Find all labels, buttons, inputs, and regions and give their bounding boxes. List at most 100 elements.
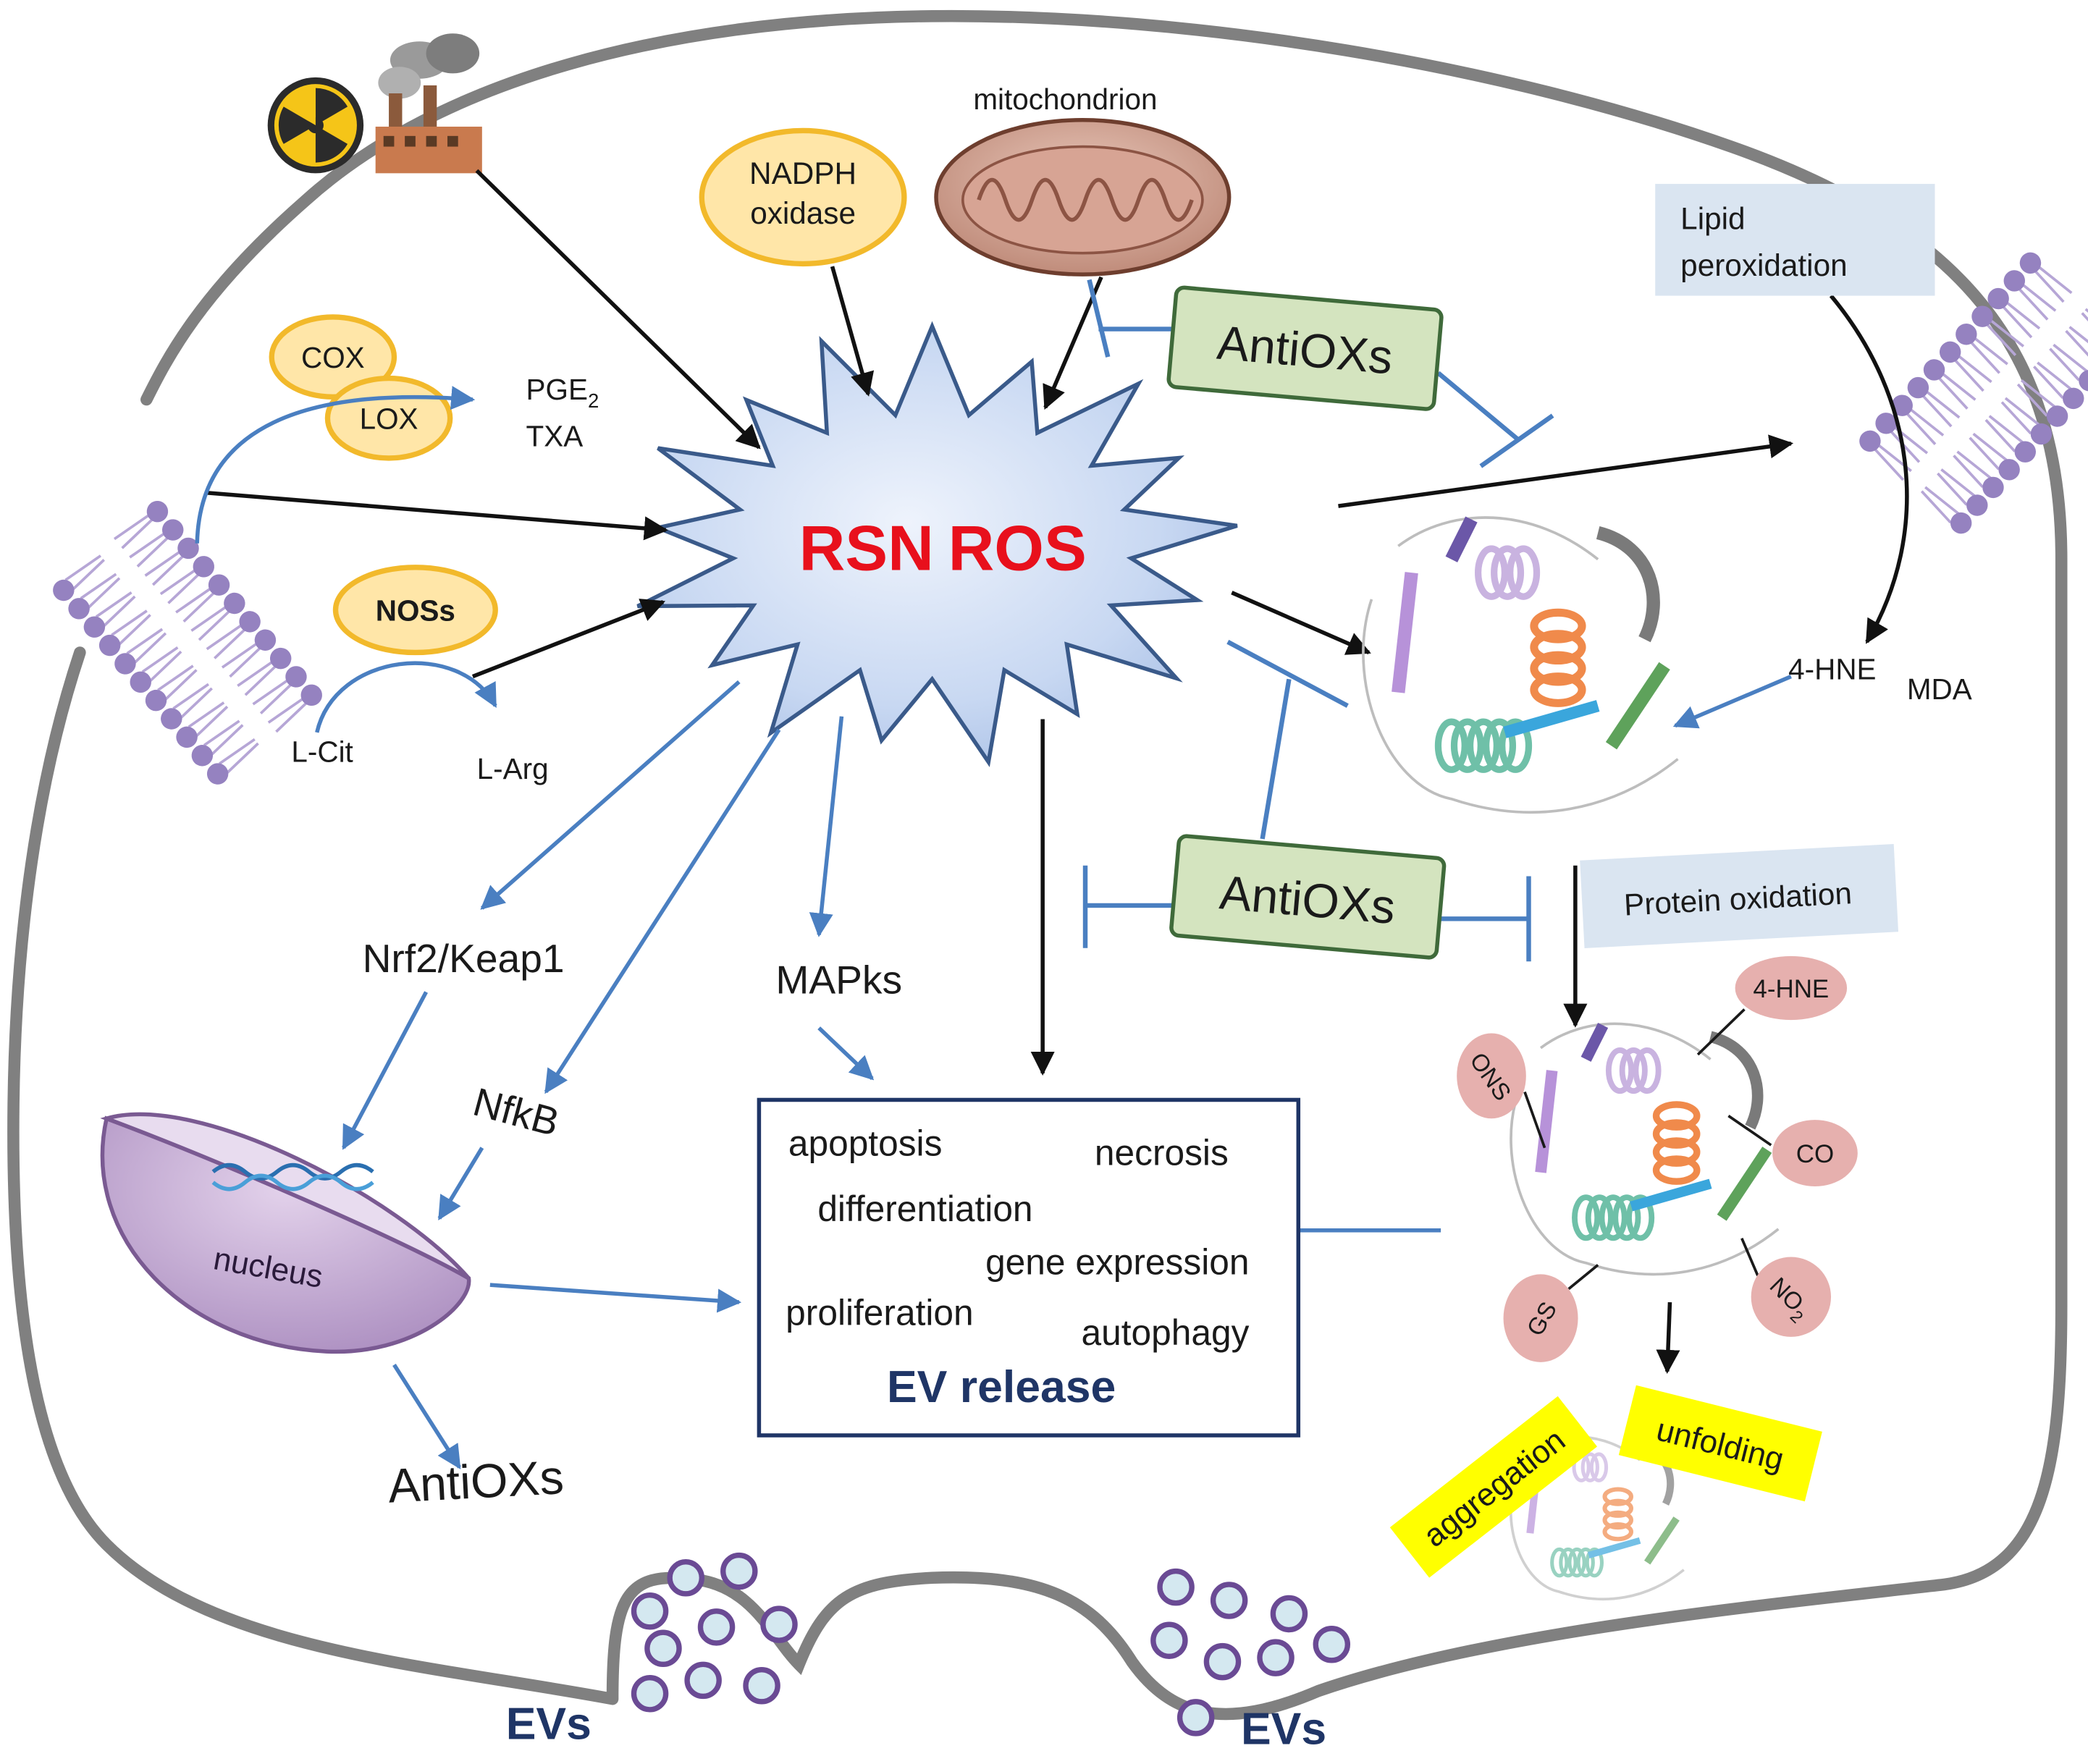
lipid-tail — [80, 573, 117, 600]
helix-segment — [1626, 1194, 1655, 1241]
lipid-head — [146, 500, 169, 523]
lipid-tail — [206, 623, 243, 651]
helix-segment — [1602, 1510, 1633, 1530]
vesicle — [697, 1608, 736, 1646]
mod-no2-badge: NO2 — [1751, 1257, 1832, 1337]
arrow-hne-to-protein — [1672, 675, 1792, 729]
lipid-head — [130, 671, 151, 693]
lipid-tail — [2020, 379, 2056, 408]
arrow-cox-lox-products — [195, 386, 476, 544]
outcome-gene-expression: gene expression — [985, 1241, 1249, 1282]
ros-starburst: RSN ROS — [636, 321, 1238, 767]
lipid-head — [1891, 394, 1913, 416]
helix-segment — [1567, 1547, 1586, 1578]
vesicle — [1150, 1621, 1188, 1659]
arrow-ros-to-nrf2 — [480, 680, 741, 910]
vesicle — [1157, 1568, 1195, 1606]
helix-segment — [1619, 1047, 1648, 1094]
helix-segment — [1530, 608, 1586, 643]
cox-node: COX — [269, 314, 397, 400]
lipid-tail — [2053, 343, 2088, 373]
lipid-tail — [151, 554, 185, 586]
helix-segment — [1530, 630, 1586, 665]
lipid-tail — [64, 554, 102, 581]
vesicle — [1210, 1582, 1248, 1619]
cellular-outcomes-box: apoptosis necrosis differentiation gene … — [757, 1097, 1301, 1438]
lipid-tail — [1973, 336, 2008, 366]
beta-strand — [1643, 1516, 1680, 1565]
beta-strand — [1596, 526, 1660, 643]
outcome-autophagy: autophagy — [1082, 1312, 1250, 1353]
cell-membrane — [7, 9, 2068, 1721]
helix-segment — [1652, 1155, 1701, 1185]
extracellular-vesicles — [631, 1552, 1351, 1736]
lipid-tail — [229, 646, 262, 678]
arrow-nucleus-to-outcomes — [489, 1283, 742, 1313]
mod-co-label: CO — [1796, 1140, 1834, 1168]
lipid-head — [2079, 370, 2088, 392]
helix-segment — [1585, 1194, 1614, 1241]
lipid-head — [285, 666, 307, 688]
lipid-head — [161, 708, 182, 730]
lipid-tail — [252, 678, 290, 706]
lipid-tail — [121, 518, 154, 549]
radiation-icon — [267, 77, 364, 174]
beta-strand — [1630, 1178, 1712, 1212]
lipid-tail — [1972, 432, 2008, 462]
lipid-head — [2030, 423, 2053, 445]
arrow-noss-to-ros — [471, 599, 666, 679]
mod-co-badge: CO — [1772, 1120, 1858, 1187]
helix-segment — [1483, 718, 1517, 773]
antioxs-bottom-label: AntiOXs — [387, 1451, 565, 1514]
lipid-tail — [2049, 347, 2080, 381]
lipid-tail — [1889, 429, 1921, 463]
lipid-head — [1971, 305, 1993, 327]
lipid-label-line2: peroxidation — [1680, 248, 1847, 282]
protein-loop — [1397, 516, 1599, 561]
lipid-tail — [221, 642, 258, 669]
beta-strand — [1503, 700, 1600, 738]
beta-strand — [1535, 1070, 1558, 1173]
outcome-differentiation: differentiation — [817, 1189, 1032, 1229]
vesicle — [631, 1592, 669, 1630]
lipid-head — [2046, 405, 2068, 427]
lox-node: LOX — [324, 375, 453, 461]
lox-label: LOX — [360, 402, 418, 435]
arrow-nfkb-to-nucleus — [437, 1147, 484, 1221]
nucleus-icon: nucleus — [100, 1112, 471, 1354]
lipid-head — [1875, 413, 1897, 434]
protein-oxidation-box: Protein oxidation — [1580, 844, 1899, 948]
lipid-tail — [195, 705, 229, 738]
hne-label: 4-HNE — [1788, 652, 1876, 685]
protein-loop — [1362, 599, 1679, 814]
helix-segment — [1434, 718, 1468, 773]
lipid-tail — [72, 559, 105, 591]
lipid-tail — [2004, 397, 2040, 426]
beta-strand — [1709, 1031, 1764, 1130]
lipid-head — [1859, 430, 1881, 452]
lipid-head — [208, 574, 230, 596]
helix-segment — [1652, 1119, 1701, 1149]
lipid-tail — [2005, 300, 2041, 330]
lipid-tail — [167, 573, 201, 604]
beta-strand — [1392, 572, 1418, 693]
arrow-ros-to-lipid — [1338, 434, 1794, 508]
helix-segment — [1530, 672, 1586, 707]
lipid-tail — [1989, 318, 2025, 347]
lipid-tail — [180, 687, 213, 719]
helix-segment — [1576, 1547, 1595, 1578]
lipid-tail — [2033, 269, 2065, 303]
outcome-proliferation: proliferation — [786, 1292, 973, 1333]
ev-release-label: EV release — [887, 1362, 1116, 1412]
helix-segment — [1491, 545, 1525, 600]
lipid-head — [1998, 459, 2020, 481]
beta-strand — [1580, 1022, 1609, 1062]
evs-right-label: EVs — [1241, 1704, 1326, 1755]
lipid-head — [191, 745, 214, 767]
helix-segment — [1475, 545, 1508, 600]
lipid-head — [98, 634, 121, 657]
lipid-tail — [172, 683, 210, 710]
pge2-label: PGE2 — [526, 373, 599, 412]
txa-label: TXA — [526, 419, 584, 452]
